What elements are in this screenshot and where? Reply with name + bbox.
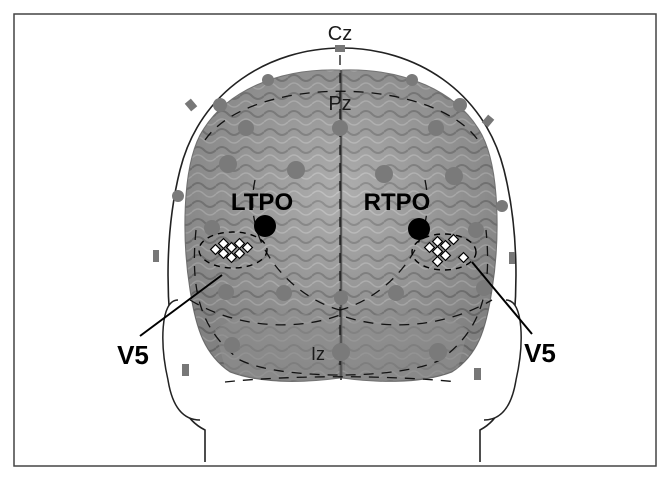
v5-label-right: V5 bbox=[524, 338, 556, 368]
electrode bbox=[213, 98, 227, 112]
ltpo-dot bbox=[254, 215, 276, 237]
marker bbox=[509, 252, 515, 264]
electrode bbox=[287, 161, 305, 179]
electrode bbox=[334, 291, 348, 305]
electrode-label-pz: Pz bbox=[328, 93, 351, 115]
cerebellum-right bbox=[345, 312, 468, 380]
electrode bbox=[332, 120, 348, 136]
electrode bbox=[388, 285, 404, 301]
electrode bbox=[172, 190, 184, 202]
electrode bbox=[406, 74, 418, 86]
electrode bbox=[218, 284, 234, 300]
electrode bbox=[496, 200, 508, 212]
region-label-rtpo: RTPO bbox=[364, 189, 431, 216]
electrode bbox=[276, 285, 292, 301]
electrode bbox=[204, 220, 220, 236]
electrode bbox=[468, 222, 484, 238]
marker bbox=[153, 250, 159, 262]
electrode bbox=[445, 167, 463, 185]
brain bbox=[185, 70, 497, 382]
v5-label-left: V5 bbox=[117, 340, 149, 370]
electrode bbox=[224, 337, 240, 353]
electrode bbox=[453, 98, 467, 112]
electrode-label-iz: Iz bbox=[311, 344, 325, 364]
marker bbox=[335, 45, 345, 52]
electrode bbox=[262, 74, 274, 86]
marker bbox=[474, 368, 481, 380]
electrode bbox=[238, 120, 254, 136]
electrode bbox=[375, 165, 393, 183]
electrode bbox=[428, 120, 444, 136]
marker bbox=[182, 364, 189, 376]
region-label-ltpo: LTPO bbox=[231, 189, 293, 216]
electrode bbox=[429, 343, 447, 361]
electrode bbox=[219, 155, 237, 173]
electrode bbox=[332, 343, 350, 361]
electrode-label-cz: Cz bbox=[328, 23, 352, 45]
